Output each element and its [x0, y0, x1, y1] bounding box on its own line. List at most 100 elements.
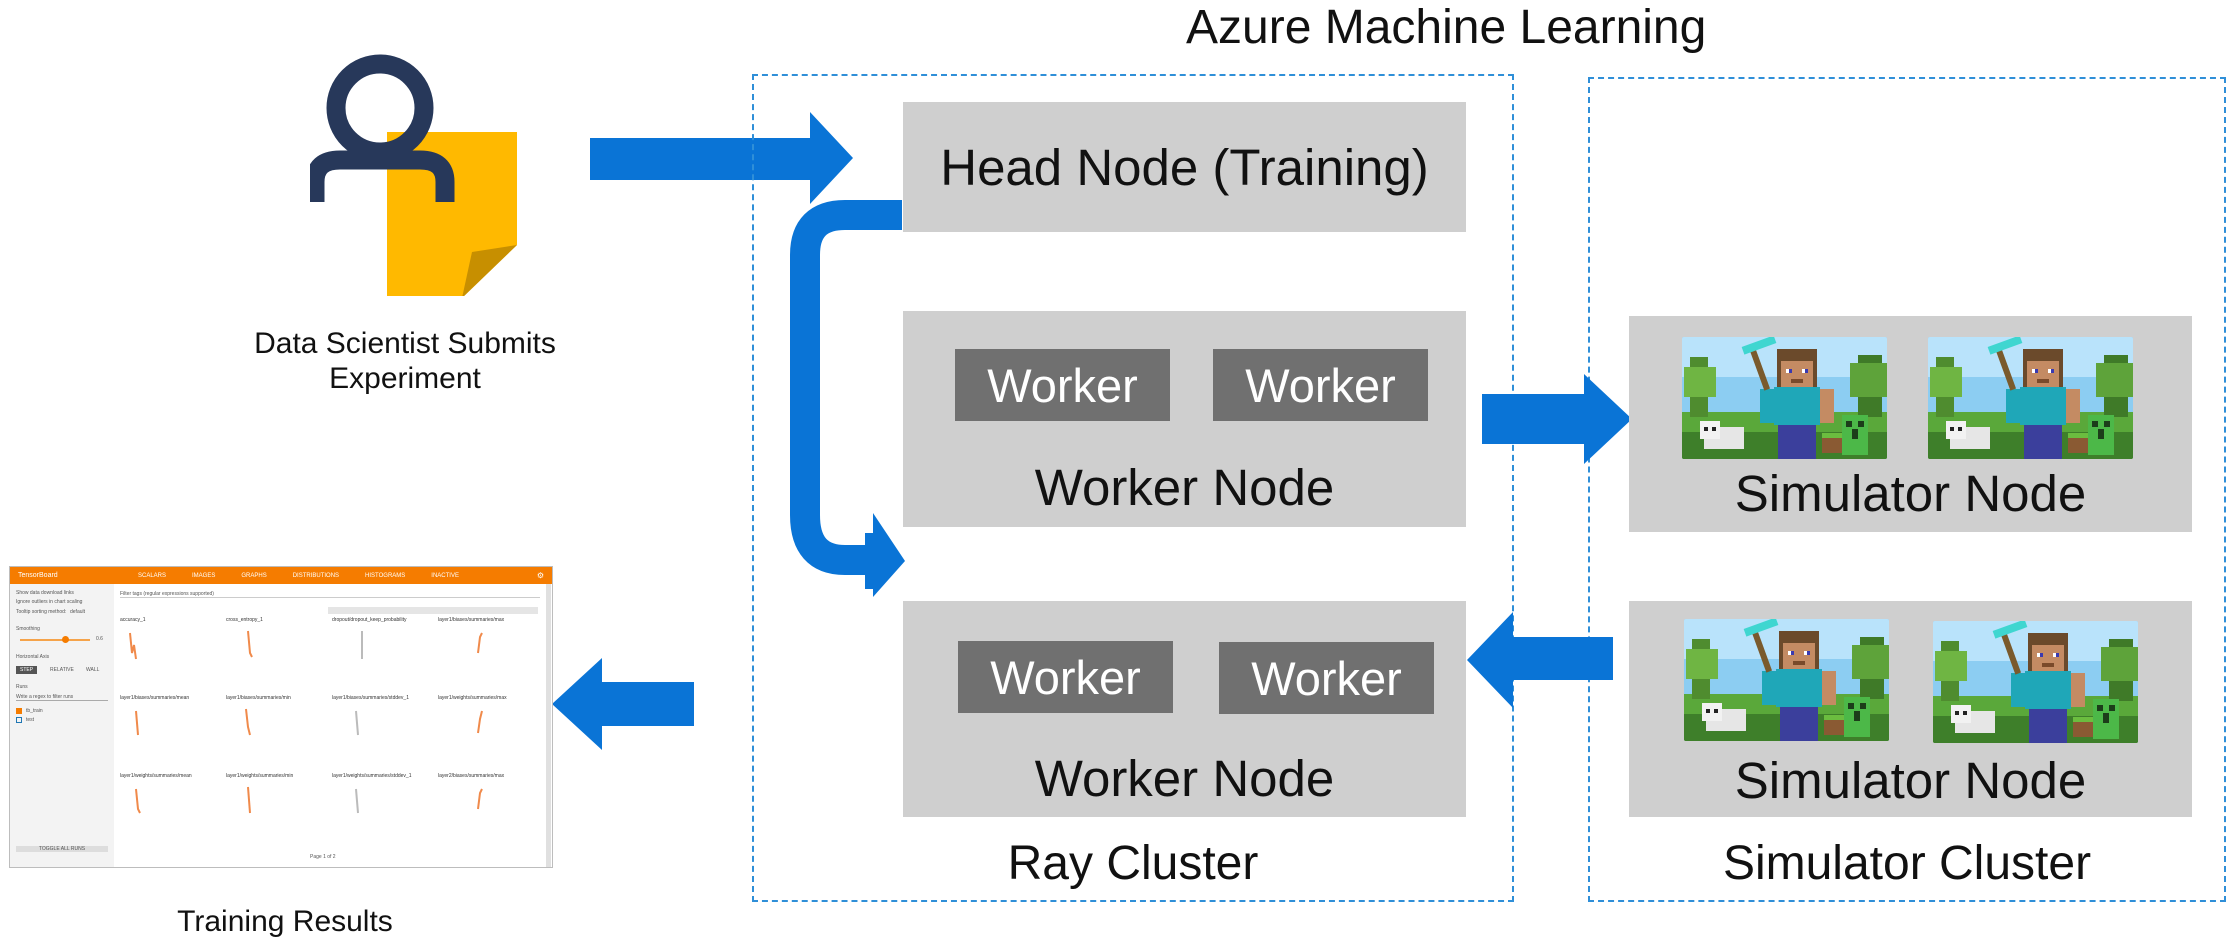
sparkline-icon [135, 710, 139, 736]
worker-block: Worker [1219, 642, 1434, 714]
chart-card[interactable]: layer1/weights/summaries/mean [120, 773, 222, 847]
runs-filter-input[interactable]: Write a regex to filter runs [16, 694, 108, 701]
simulator-cluster-frame [1588, 77, 2226, 902]
chart-card-title: layer2/biases/summaries/max [438, 773, 505, 779]
chart-card-title: layer1/weights/summaries/mean [120, 773, 192, 779]
tab-scalars[interactable]: SCALARS [138, 572, 167, 579]
minecraft-scene-image [1682, 337, 1887, 459]
smoothing-slider[interactable] [20, 639, 90, 641]
worker-to-simulator-arrow [1482, 374, 1632, 464]
chart-grid: accuracy_1 cross_entropy_1 dropout/dropo… [120, 617, 540, 847]
training-results-caption: Training Results [177, 905, 393, 938]
dispatch-arrow [790, 200, 905, 597]
tab-distributions[interactable]: DISTRIBUTIONS [292, 572, 340, 579]
chart-card[interactable]: accuracy_1 [120, 617, 222, 691]
simulator-node-label: Simulator Node [1734, 465, 2087, 522]
option-download-links[interactable]: Show data download links [16, 590, 74, 596]
worker-node-label: Worker Node [1034, 750, 1335, 807]
worker-node: Worker Worker Worker Node [903, 601, 1466, 817]
chart-card[interactable]: layer1/weights/summaries/max [438, 695, 540, 769]
head-node-label: Head Node (Training) [940, 138, 1429, 196]
worker-block: Worker [1213, 349, 1428, 421]
tab-histograms[interactable]: HISTOGRAMS [365, 572, 406, 579]
chart-card-title: layer1/weights/summaries/stddev_1 [332, 773, 412, 779]
worker-block: Worker [955, 349, 1170, 421]
sparkline-icon [361, 631, 363, 659]
simulator-cluster-label: Simulator Cluster [1722, 837, 2092, 890]
simulator-node-label: Simulator Node [1734, 752, 2087, 809]
worker-node: Worker Worker Worker Node [903, 311, 1466, 527]
run-test: test [26, 717, 35, 723]
smoothing-label: Smoothing [16, 626, 40, 632]
worker-node-label: Worker Node [1034, 459, 1335, 516]
tooltip-sorting-select[interactable]: default [70, 609, 86, 615]
tab-images[interactable]: IMAGES [192, 572, 216, 579]
option-ignore-outliers[interactable]: Ignore outliers in chart scaling [16, 599, 83, 605]
runs-label: Runs [16, 684, 28, 690]
chart-card[interactable]: layer2/biases/summaries/max [438, 773, 540, 847]
pagination[interactable]: Page 1 of 2 [310, 854, 336, 860]
smoothing-slider-handle[interactable] [62, 636, 69, 643]
tensorboard-brand: TensorBoard [18, 572, 58, 579]
worker-block: Worker [958, 641, 1173, 713]
chart-card-title: layer1/biases/summaries/max [438, 617, 505, 623]
tensorboard-toolbar: TensorBoard SCALARS IMAGES GRAPHS DISTRI… [10, 567, 552, 584]
sparkline-icon [129, 632, 137, 660]
head-node: Head Node (Training) [903, 102, 1466, 232]
settings-icon[interactable]: ⚙ [536, 571, 544, 580]
toggle-all-runs-button[interactable]: TOGGLE ALL RUNS [16, 846, 108, 852]
simulator-node: Simulator Node [1629, 316, 2192, 532]
scientist-caption: Data Scientist Submits Experiment [200, 326, 610, 396]
scrollbar[interactable] [546, 584, 551, 867]
person-document-icon [310, 54, 517, 296]
ray-cluster-frame [752, 74, 1514, 902]
chart-card[interactable]: layer1/weights/summaries/min [226, 773, 328, 847]
chart-card[interactable]: layer1/weights/summaries/stddev_1 [332, 773, 434, 847]
submit-arrow [590, 112, 853, 204]
tensorboard-sidebar: Show data download links Ignore outliers… [10, 584, 114, 867]
chart-card-title: layer1/biases/summaries/min [226, 695, 291, 701]
horizontal-axis-label: Horizontal Axis [16, 654, 50, 660]
chart-card[interactable]: layer1/biases/summaries/mean [120, 695, 222, 769]
sparkline-icon [355, 788, 359, 814]
run-checkbox[interactable] [16, 708, 22, 714]
scientist-caption-line1: Data Scientist Submits [254, 327, 556, 360]
axis-wall-button[interactable]: WALL [86, 667, 100, 673]
axis-relative-button[interactable]: RELATIVE [50, 667, 74, 673]
chart-card-title: layer1/weights/summaries/max [438, 695, 507, 701]
chart-card-title: accuracy_1 [120, 617, 146, 623]
simulator-node: Simulator Node [1629, 601, 2192, 817]
run-checkbox[interactable] [16, 717, 22, 723]
sparkline-icon [477, 788, 483, 810]
tooltip-sorting-label: Tooltip sorting method: [16, 609, 67, 615]
run-tb-train: tb_train [26, 708, 43, 714]
minecraft-scene-image [1928, 337, 2133, 459]
diagram-title: Azure Machine Learning [1186, 1, 1707, 54]
tensorboard-screenshot: TensorBoard SCALARS IMAGES GRAPHS DISTRI… [9, 566, 553, 868]
chart-card[interactable]: layer1/biases/summaries/min [226, 695, 328, 769]
chart-card-title: layer1/biases/summaries/mean [120, 695, 190, 701]
chart-card[interactable]: layer1/biases/summaries/stddev_1 [332, 695, 434, 769]
chart-card[interactable]: cross_entropy_1 [226, 617, 328, 691]
sparkline-icon [477, 632, 483, 654]
sparkline-icon [247, 630, 253, 658]
tab-inactive[interactable]: INACTIVE [431, 572, 459, 579]
chart-card[interactable]: layer1/biases/summaries/max [438, 617, 540, 691]
split-toggle-bar[interactable] [328, 607, 538, 614]
tab-graphs[interactable]: GRAPHS [241, 572, 267, 579]
minecraft-scene-image [1684, 619, 1889, 741]
simulator-to-worker-arrow [1467, 612, 1613, 708]
minecraft-scene-image [1933, 621, 2138, 743]
sparkline-icon [245, 708, 251, 736]
results-arrow [552, 658, 694, 750]
sparkline-icon [135, 788, 141, 814]
tag-filter-input[interactable]: Filter tags (regular expressions support… [120, 591, 540, 598]
sparkline-icon [247, 786, 251, 814]
axis-step-button[interactable]: STEP [16, 666, 38, 674]
chart-card-title: layer1/biases/summaries/stddev_1 [332, 695, 409, 701]
smoothing-value: 0.6 [96, 636, 103, 642]
chart-card-title: layer1/weights/summaries/min [226, 773, 294, 779]
sparkline-icon [477, 710, 483, 734]
chart-card[interactable]: dropout/dropout_keep_probability [332, 617, 434, 691]
chart-card-title: dropout/dropout_keep_probability [332, 617, 407, 623]
